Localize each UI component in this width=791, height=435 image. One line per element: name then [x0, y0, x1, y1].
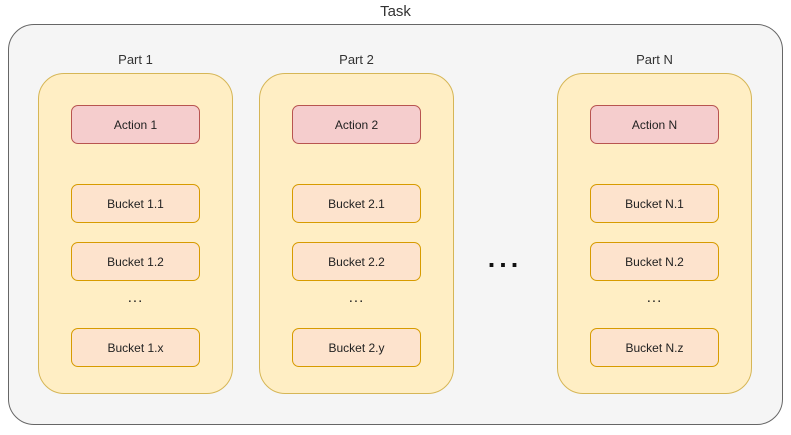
action-node-1[interactable]: Action 1 [71, 105, 200, 144]
task-title: Task [380, 3, 411, 20]
bucket-node-1-x[interactable]: Bucket 1.x [71, 328, 200, 367]
part-2-container: Action 2 Bucket 2.1 Bucket 2.2 ... Bucke… [259, 73, 454, 394]
part-1-ellipsis: ... [127, 289, 144, 306]
bucket-node-2-2[interactable]: Bucket 2.2 [292, 242, 421, 281]
bucket-node-n-2[interactable]: Bucket N.2 [590, 242, 719, 281]
part-2-ellipsis: ... [348, 289, 365, 306]
bucket-node-n-1[interactable]: Bucket N.1 [590, 184, 719, 223]
bucket-node-1-2[interactable]: Bucket 1.2 [71, 242, 200, 281]
part-2-title: Part 2 [339, 52, 374, 67]
action-node-n[interactable]: Action N [590, 105, 719, 144]
part-n-container: Action N Bucket N.1 Bucket N.2 ... Bucke… [557, 73, 752, 394]
part-n-title: Part N [636, 52, 673, 67]
part-1-title: Part 1 [118, 52, 153, 67]
part-n-ellipsis: ... [646, 289, 663, 306]
bucket-node-2-y[interactable]: Bucket 2.y [292, 328, 421, 367]
bucket-node-n-z[interactable]: Bucket N.z [590, 328, 719, 367]
bucket-node-2-1[interactable]: Bucket 2.1 [292, 184, 421, 223]
bucket-node-1-1[interactable]: Bucket 1.1 [71, 184, 200, 223]
parts-gap-ellipsis: ... [487, 243, 523, 273]
part-1-container: Action 1 Bucket 1.1 Bucket 1.2 ... Bucke… [38, 73, 233, 394]
action-node-2[interactable]: Action 2 [292, 105, 421, 144]
